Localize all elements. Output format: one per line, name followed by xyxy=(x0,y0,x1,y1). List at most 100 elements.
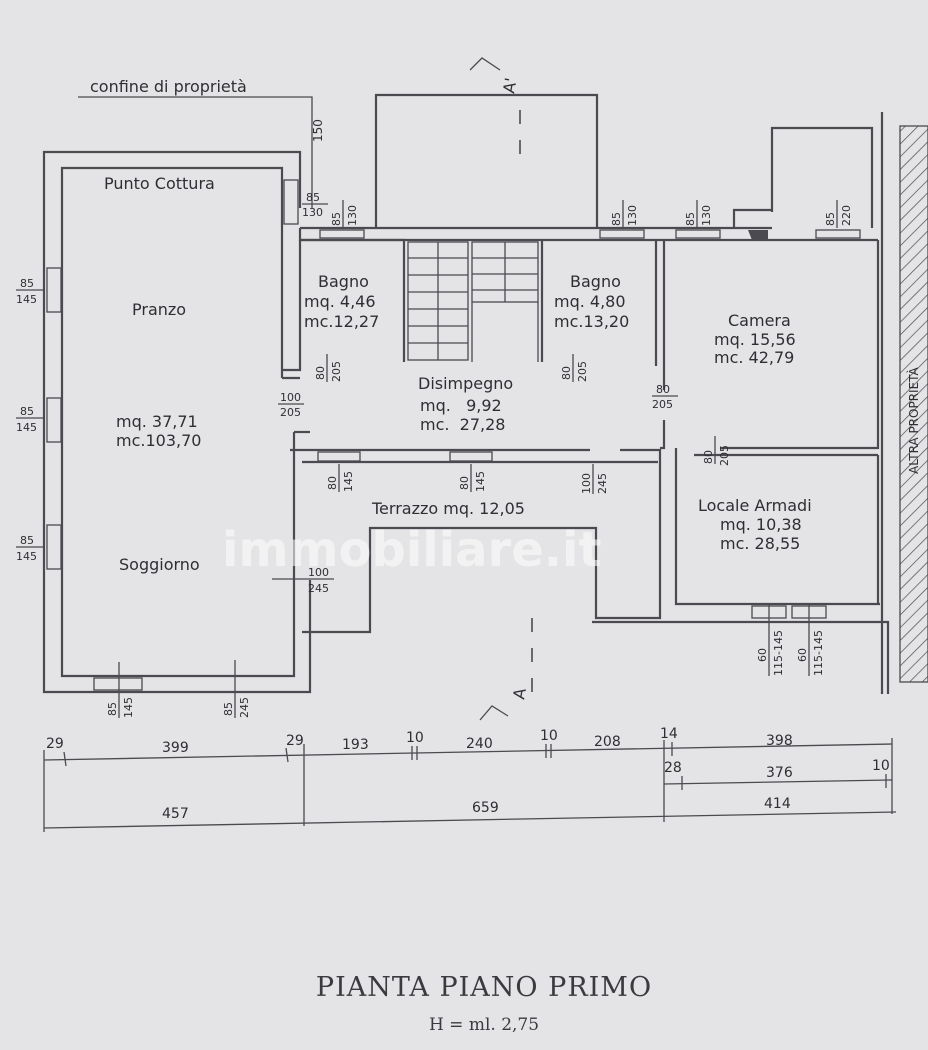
room-camera-name: Camera xyxy=(728,311,791,330)
opening-top: 85 xyxy=(20,405,34,418)
opening-20: 60 115-145 xyxy=(796,604,825,676)
opening-top: 85 xyxy=(222,702,235,716)
opening-bottom: 145 xyxy=(16,421,37,434)
opening-17: 85 145 xyxy=(106,662,135,718)
dim-r3-1: 659 xyxy=(472,800,499,816)
opening-top: 100 xyxy=(280,391,301,404)
room-disimpegno-name: Disimpegno xyxy=(418,374,513,393)
dim-r1-4: 10 xyxy=(406,730,424,746)
opening-8: 80 205 xyxy=(314,354,343,382)
opening-bottom: 130 xyxy=(346,205,359,226)
dim-r1-7: 208 xyxy=(594,734,621,750)
opening-bottom: 115-145 xyxy=(772,630,785,676)
opening-top: 60 xyxy=(796,648,809,662)
room-bagno1-mc: mc.12,27 xyxy=(304,312,379,331)
dimension-lines: 29 399 29 193 10 240 10 208 14 398 28 37… xyxy=(43,726,897,832)
opening-top: 80 xyxy=(326,476,339,490)
dim-r1-6: 10 xyxy=(540,728,558,744)
room-bagno2-mc: mc.13,20 xyxy=(554,312,629,331)
room-armadi-mc: mc. 28,55 xyxy=(720,534,800,553)
room-camera-mc: mc. 42,79 xyxy=(714,348,794,367)
room-disimpegno-mc: mc. 27,28 xyxy=(420,415,505,434)
opening-7: 85 220 xyxy=(824,200,853,228)
plan-title: PIANTA PIANO PRIMO xyxy=(316,972,652,1003)
opening-bottom: 220 xyxy=(840,205,853,226)
room-bagno1-name: Bagno xyxy=(318,272,369,291)
opening-bottom: 145 xyxy=(16,293,37,306)
dim-r1-5: 240 xyxy=(466,736,493,752)
opening-14: 80 145 xyxy=(458,464,487,492)
opening-top: 80 xyxy=(458,476,471,490)
opening-bottom: 145 xyxy=(122,697,135,718)
opening-top: 85 xyxy=(684,212,697,226)
opening-bottom: 205 xyxy=(280,406,301,419)
opening-6: 85 130 xyxy=(684,200,713,228)
living-zone-walls xyxy=(42,150,312,694)
property-line-label: confine di proprietà xyxy=(90,77,247,96)
opening-bottom: 245 xyxy=(596,473,609,494)
opening-13: 80 145 xyxy=(326,464,355,492)
room-camera-mq: mq. 15,56 xyxy=(714,330,796,349)
opening-top: 85 xyxy=(824,212,837,226)
opening-18: 85 245 xyxy=(222,660,251,718)
section-label-top: A' xyxy=(499,76,520,94)
opening-bottom: 205 xyxy=(576,361,589,382)
opening-3: 85 130 xyxy=(302,191,328,219)
opening-bottom: 130 xyxy=(302,206,323,219)
opening-bottom: 130 xyxy=(626,205,639,226)
opening-top: 60 xyxy=(756,648,769,662)
opening-16: 100 245 xyxy=(272,566,334,595)
opening-top: 80 xyxy=(702,450,715,464)
room-bagno1-mq: mq. 4,46 xyxy=(304,292,376,311)
opening-bottom: 205 xyxy=(330,361,343,382)
opening-15: 100 245 xyxy=(580,464,609,494)
room-disimpegno-mq: mq. 9,92 xyxy=(420,396,502,415)
dim-r3-0: 457 xyxy=(162,806,189,822)
opening-0: 85 145 xyxy=(16,277,44,306)
dim-r2-2: 10 xyxy=(872,758,890,774)
room-armadi-mq: mq. 10,38 xyxy=(720,515,802,534)
opening-top: 85 xyxy=(306,191,320,204)
opening-4: 85 130 xyxy=(330,200,359,228)
central-walls xyxy=(282,93,928,694)
dim-r1-8: 14 xyxy=(660,726,678,742)
opening-11: 80 205 xyxy=(652,383,678,411)
opening-top: 100 xyxy=(308,566,329,579)
watermark: immobiliare.it xyxy=(222,522,601,578)
opening-12: 80 205 xyxy=(702,436,731,466)
opening-bottom: 130 xyxy=(700,205,713,226)
room-soggiorno-name: Soggiorno xyxy=(119,555,200,574)
dim-r1-0: 29 xyxy=(46,736,64,752)
room-pranzo-name: Pranzo xyxy=(132,300,186,319)
dim-r1-3: 193 xyxy=(342,737,369,753)
section-label-bottom: A xyxy=(509,687,530,701)
dim-r1-2: 29 xyxy=(286,733,304,749)
room-armadi-name: Locale Armadi xyxy=(698,496,812,515)
opening-bottom: 245 xyxy=(238,697,251,718)
opening-top: 85 xyxy=(330,212,343,226)
neighbor-label: ALTRA PROPRIETÀ xyxy=(906,366,921,474)
room-terrazzo-name: Terrazzo mq. 12,05 xyxy=(371,499,525,518)
room-labels: Punto Cottura Pranzo mq. 37,71 mc.103,70… xyxy=(104,174,921,574)
opening-9: 80 205 xyxy=(560,354,589,382)
opening-19: 60 115-145 xyxy=(756,604,785,676)
opening-top: 85 xyxy=(106,702,119,716)
opening-10: 100 205 xyxy=(278,391,304,419)
opening-2: 85 145 xyxy=(16,534,44,563)
opening-top: 85 xyxy=(20,534,34,547)
property-line-dim: 150 xyxy=(311,119,325,142)
opening-bottom: 245 xyxy=(308,582,329,595)
opening-5: 85 130 xyxy=(610,200,639,228)
opening-top: 85 xyxy=(20,277,34,290)
opening-bottom: 145 xyxy=(16,550,37,563)
property-line: confine di proprietà 150 xyxy=(78,77,325,208)
opening-top: 80 xyxy=(560,366,573,380)
section-line: A' A xyxy=(469,57,533,721)
room-bagno2-mq: mq. 4,80 xyxy=(554,292,626,311)
opening-top: 85 xyxy=(610,212,623,226)
dim-r2-0: 28 xyxy=(664,760,682,776)
opening-top: 80 xyxy=(314,366,327,380)
room-bagno2-name: Bagno xyxy=(570,272,621,291)
opening-top: 80 xyxy=(656,383,670,396)
